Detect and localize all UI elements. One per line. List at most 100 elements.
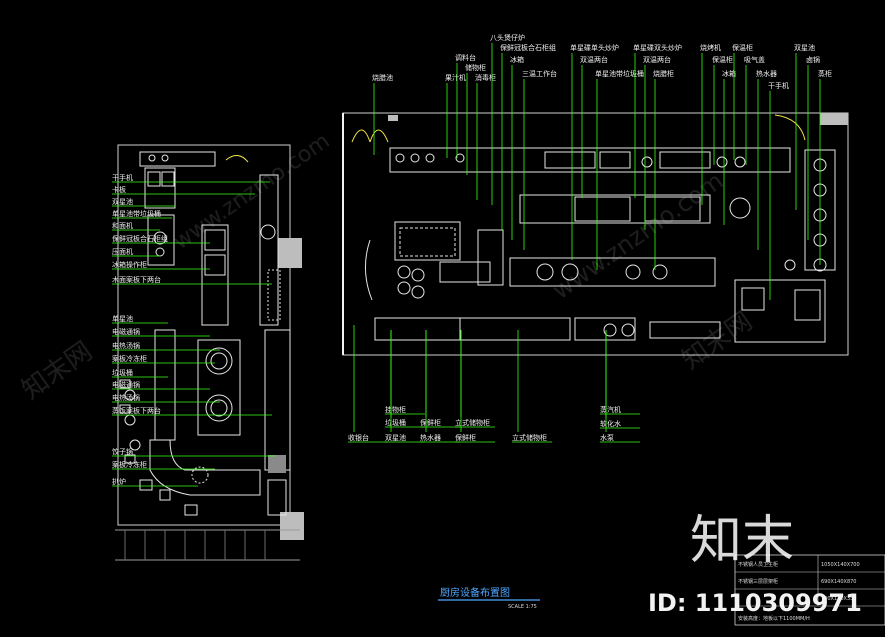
left-curved-counter	[149, 439, 261, 496]
right-plan-bottom-callouts: 收银台挂物柜垃圾桶双星池保鲜柜热水器立式储物柜保鲜柜立式储物柜蒸汽机软化水水泵	[348, 325, 640, 443]
legend-table: 不锈钢人员卫生柜 1050X140X700 不锈钢三层层架柜 690X140X8…	[734, 554, 885, 626]
left-label-12: 电热汤锅	[112, 341, 140, 350]
right-top-label-20: 吸气盖	[744, 55, 765, 64]
legend-row-1-name: 不锈钢人员卫生柜	[738, 561, 778, 568]
right-top-label-18: 冰箱	[722, 69, 736, 78]
right-bottom-label-5: 保鲜柜	[420, 418, 441, 427]
left-label-3: 双星池	[112, 197, 133, 206]
right-service-room	[734, 279, 826, 343]
right-bottom-label-3: 垃圾桶	[385, 418, 406, 427]
left-island	[197, 339, 241, 436]
right-top-label-10: 单星碟单头炒炉	[570, 43, 619, 52]
legend-row-2-spec: 690X140X870	[821, 579, 856, 585]
right-top-label-7: 保鲜冠板合石柜组	[500, 43, 556, 52]
left-label-16: 电热汤锅	[112, 393, 140, 402]
legend-row-1-spec: 1050X140X700	[821, 562, 860, 568]
left-wall-counter	[264, 329, 291, 471]
right-top-label-12: 单星池带垃圾桶	[595, 69, 644, 78]
left-label-10: 单星池	[112, 314, 133, 323]
right-top-label-6: 八头煲仔炉	[490, 33, 525, 42]
right-center-island	[519, 194, 711, 224]
right-bottom-label-4: 双星池	[385, 433, 406, 442]
right-top-label-17: 保温柜	[712, 55, 733, 64]
legend-row-2-name: 不锈钢三层层架柜	[738, 578, 778, 585]
entrance-door-arc-right	[369, 129, 389, 143]
left-top-counter	[139, 151, 216, 167]
watermark-brand: 知末	[690, 511, 794, 571]
right-top-label-23: 双星池	[794, 43, 815, 52]
scale-label: SCALE 1:75	[508, 604, 537, 610]
right-top-label-4: 储物柜	[465, 63, 486, 72]
stair-curve	[365, 239, 373, 301]
right-cooking-line	[509, 257, 716, 287]
left-label-7: 压面机	[112, 247, 133, 256]
right-door-arc	[774, 114, 806, 141]
left-door-arc	[225, 155, 249, 163]
left-label-4: 单星池带垃圾桶	[112, 209, 161, 218]
left-label-9: 木面案板下两台	[112, 275, 161, 284]
left-kitchen-plan	[115, 144, 304, 561]
left-column-1	[278, 238, 302, 268]
right-top-label-13: 单星碟双头炒炉	[633, 43, 682, 52]
left-mixer-block	[147, 214, 175, 266]
right-top-label-25: 蒸柜	[818, 69, 832, 78]
left-label-1: 干手机	[112, 173, 133, 182]
left-label-15: 电磁通锅	[112, 380, 140, 389]
right-bottom-label-7: 立式储物柜	[455, 418, 490, 427]
watermark-site-text-2: www.znzmo.com	[547, 167, 728, 305]
entrance-door-arc-left	[351, 129, 371, 143]
right-top-label-1: 烧腊池	[372, 73, 393, 82]
left-label-18: 饺子锅	[112, 447, 133, 456]
watermark-site-cn-2: 知末网	[677, 306, 758, 375]
right-bottom-label-9: 立式储物柜	[512, 433, 547, 442]
right-top-label-9: 三温工作台	[522, 69, 557, 78]
watermark-id: ID: 1110309971	[648, 589, 862, 617]
right-top-label-11: 双温两台	[580, 55, 608, 64]
right-top-label-8: 冰箱	[510, 55, 524, 64]
right-top-label-24: 卤锅	[806, 55, 820, 64]
left-label-11: 电磁通锅	[112, 327, 140, 336]
legend-row-3-spec: 700X140X350	[821, 596, 856, 602]
left-label-13: 案板冷冻柜	[112, 354, 147, 363]
right-top-label-2: 果汁机	[445, 73, 466, 82]
left-side-counter	[154, 329, 176, 441]
right-plan-outline	[342, 112, 849, 356]
right-top-label-14: 双温两台	[643, 55, 671, 64]
drawing-title-block: 厨房设备布置图 SCALE 1:75	[438, 586, 540, 610]
right-plan-top-callouts: 烧腊池果汁机调料台储物柜消毒柜八头煲仔炉保鲜冠板合石柜组冰箱三温工作台单星碟单头…	[372, 33, 832, 300]
right-bottom-label-2: 挂物柜	[385, 405, 406, 414]
left-label-2: 卡板	[112, 185, 126, 194]
right-top-label-22: 干手机	[768, 81, 789, 90]
right-top-label-19: 保温柜	[732, 43, 753, 52]
left-plan-callouts: 干手机卡板双星池单星池带垃圾桶和面机保鲜冠板合石柜组压面机冰箱操作柜木面案板下两…	[112, 173, 275, 487]
left-label-20: 扒炉	[112, 477, 126, 486]
right-top-label-3: 调料台	[455, 53, 476, 62]
left-sink-block	[144, 167, 176, 209]
left-fridge-column	[201, 224, 229, 326]
left-label-8: 冰箱操作柜	[112, 260, 147, 269]
right-bottom-label-10: 蒸汽机	[600, 405, 621, 414]
watermark-site-text-1: www.znzmo.com	[169, 129, 334, 255]
left-label-17: 蒸饭案板下两台	[112, 406, 161, 415]
right-bottom-label-12: 水泵	[600, 433, 614, 442]
drawing-title: 厨房设备布置图	[440, 586, 510, 599]
left-right-counter	[259, 174, 279, 326]
right-bottom-label-11: 软化水	[600, 419, 621, 428]
left-label-5: 和面机	[112, 221, 133, 230]
watermark-site-cn-1: 知末网	[17, 336, 98, 405]
left-column-2	[280, 512, 304, 540]
right-left-block	[394, 221, 461, 261]
right-top-counter	[389, 147, 791, 173]
right-bottom-label-6: 热水器	[420, 433, 441, 442]
right-kitchen-plan	[342, 112, 849, 356]
right-top-label-5: 消毒柜	[475, 73, 496, 82]
right-bottom-label-8: 保鲜柜	[455, 433, 476, 442]
right-top-label-16: 烧烤机	[700, 43, 721, 52]
right-bottom-counter-left	[374, 317, 461, 341]
right-top-label-21: 热水器	[756, 69, 777, 78]
left-label-6: 保鲜冠板合石柜组	[112, 234, 168, 243]
right-bottom-counter-mid	[459, 317, 571, 341]
legend-row-4-name: 安装高度：地板以下1100MM/H	[738, 615, 810, 622]
watermark-foreground: 知末 ID: 1110309971	[648, 511, 862, 617]
